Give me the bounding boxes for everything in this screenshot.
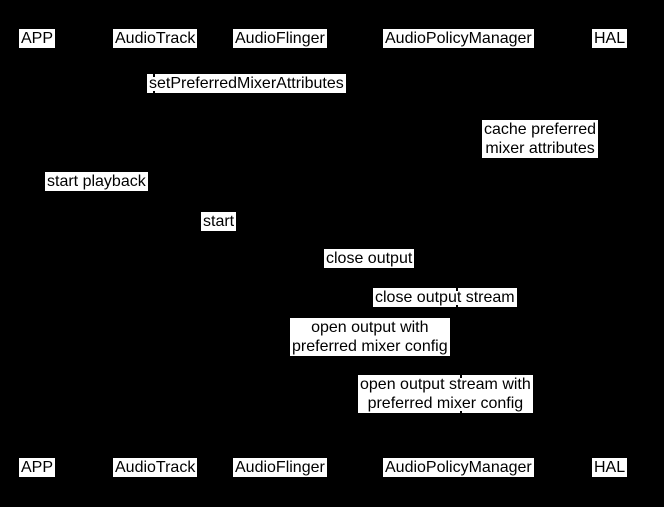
participant-bottom-audioflinger: AudioFlinger [233,458,327,477]
lifeline-dash-artifact [153,91,155,94]
message-open-output-stream-with-preferred-mixer-config: open output stream with preferred mixer … [358,375,533,413]
participant-top-audioflinger: AudioFlinger [233,29,327,48]
message-start-playback: start playback [45,172,148,191]
message-start: start [201,212,237,231]
participant-top-hal: HAL [592,29,628,48]
message-set-preferred-mixer-attributes: setPreferredMixerAttributes [147,74,346,93]
message-close-output: close output [324,249,415,268]
lifeline-dash-artifact [153,74,155,77]
message-open-output-with-preferred-mixer-config: open output with preferred mixer config [290,318,450,356]
participant-bottom-audiopolicymanager: AudioPolicyManager [383,458,534,477]
participant-top-audiopolicymanager: AudioPolicyManager [383,29,534,48]
lifeline-dash-artifact [456,305,458,308]
lifeline-dash-artifact [460,375,462,378]
participant-bottom-app: APP [19,458,56,477]
participant-bottom-audiotrack: AudioTrack [113,458,198,477]
message-close-output-stream: close output stream [373,288,517,307]
message-cache-preferred-mixer-attributes: cache preferred mixer attributes [482,120,599,158]
participant-bottom-hal: HAL [592,458,628,477]
lifeline-dash-artifact [456,288,458,291]
participant-top-app: APP [19,29,56,48]
lifeline-dash-artifact [460,411,462,414]
participant-top-audiotrack: AudioTrack [113,29,198,48]
